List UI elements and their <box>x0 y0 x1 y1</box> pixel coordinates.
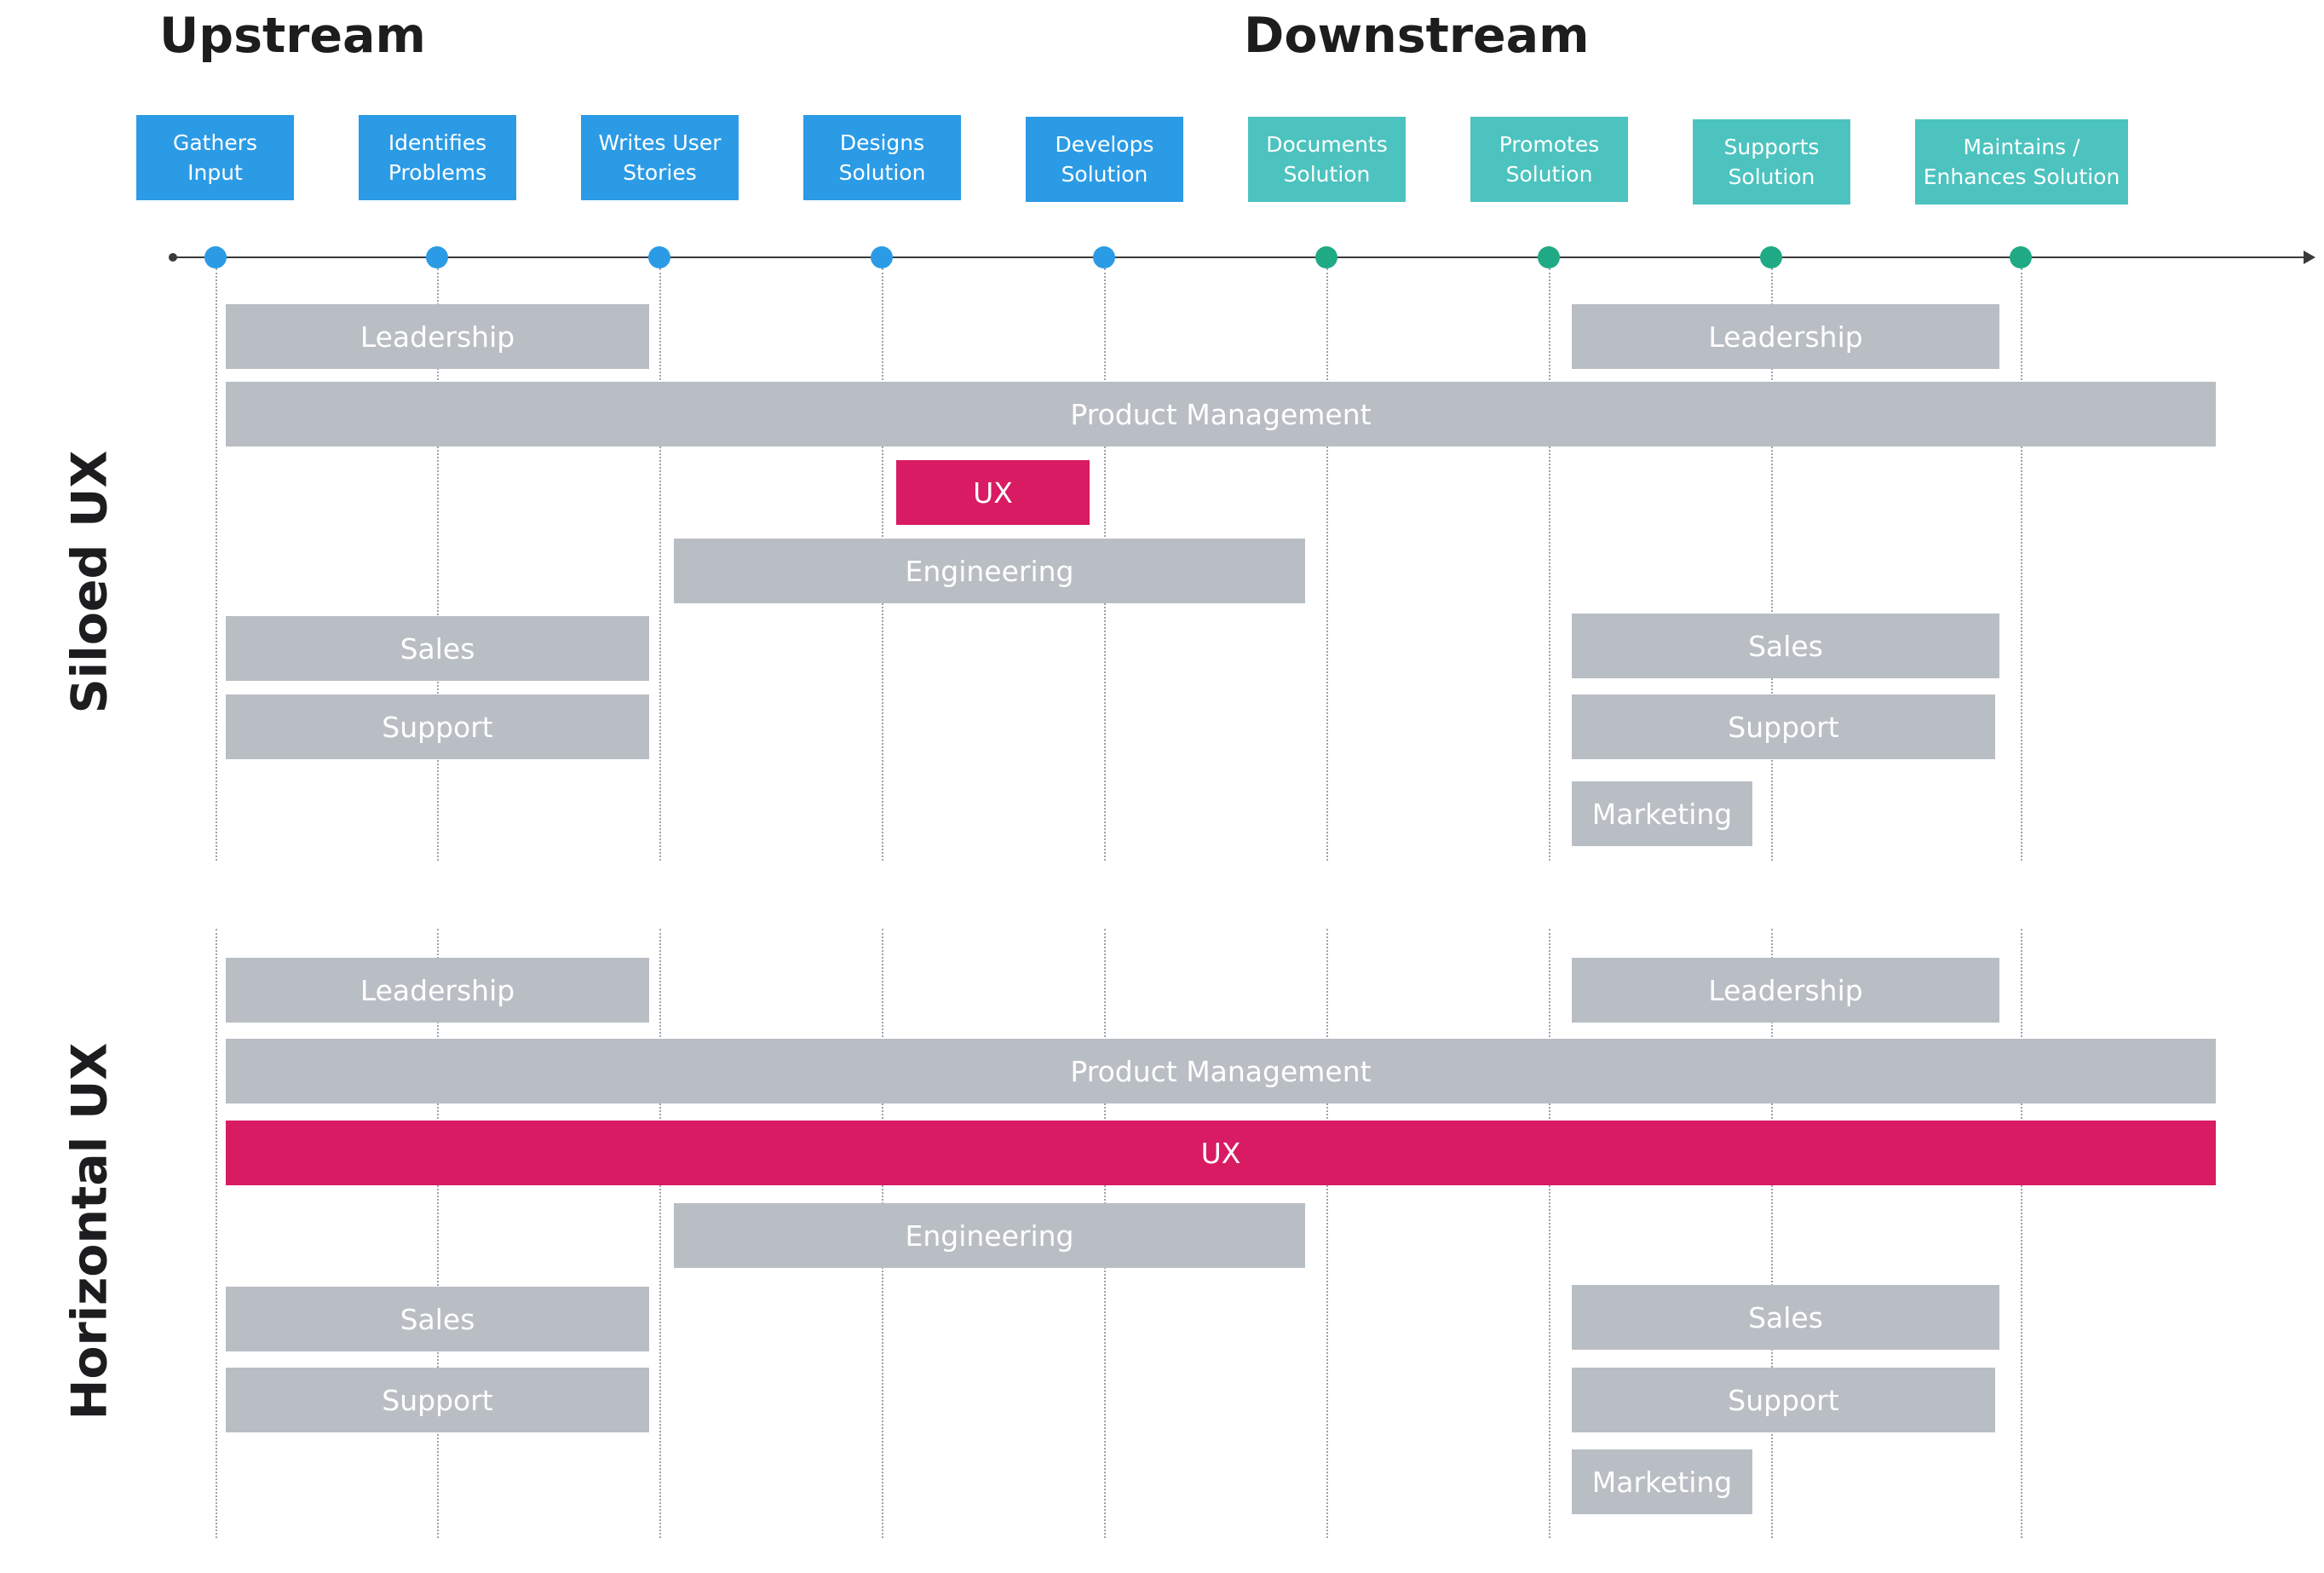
siloed-product-management: Product Management <box>226 382 2216 447</box>
upstream-heading: Upstream <box>159 8 426 64</box>
siloed-ux: UX <box>896 460 1090 525</box>
horizontal-leadership-upstream: Leadership <box>226 958 649 1023</box>
guide-line <box>659 268 661 861</box>
siloed-leadership-upstream: Leadership <box>226 304 649 369</box>
siloed-sales-upstream: Sales <box>226 616 649 681</box>
stage-dot <box>204 246 227 268</box>
stage-dot <box>1760 246 1782 268</box>
downstream-heading: Downstream <box>1244 8 1590 64</box>
horizontal-sales-upstream: Sales <box>226 1287 649 1351</box>
siloed-ux-title: Siloed UX <box>61 450 118 714</box>
stage-dot <box>426 246 448 268</box>
stage-dot <box>2010 246 2032 268</box>
timeline-arrow-icon <box>2304 251 2315 264</box>
horizontal-product-management: Product Management <box>226 1039 2216 1103</box>
guide-line <box>1326 268 1328 861</box>
stage-dot <box>648 246 670 268</box>
stage-designs-solution: Designs Solution <box>803 115 961 200</box>
guide-line <box>437 929 439 1538</box>
stage-maintains-enhances-solution: Maintains / Enhances Solution <box>1915 119 2128 205</box>
siloed-sales-downstream: Sales <box>1572 614 1999 678</box>
siloed-leadership-downstream: Leadership <box>1572 304 1999 369</box>
guide-line <box>1326 929 1328 1538</box>
guide-line <box>1549 929 1550 1538</box>
stage-dot <box>871 246 893 268</box>
guide-line <box>216 268 217 861</box>
stage-develops-solution: Develops Solution <box>1026 117 1183 202</box>
stage-dot <box>1315 246 1337 268</box>
guide-line <box>437 268 439 861</box>
horizontal-sales-downstream: Sales <box>1572 1285 1999 1350</box>
timeline-axis <box>173 256 2310 258</box>
horizontal-support-downstream: Support <box>1572 1368 1995 1432</box>
stage-identifies-problems: Identifies Problems <box>359 115 516 200</box>
stage-promotes-solution: Promotes Solution <box>1470 117 1628 202</box>
guide-line <box>2021 929 2022 1538</box>
siloed-support-upstream: Support <box>226 694 649 759</box>
horizontal-leadership-downstream: Leadership <box>1572 958 1999 1023</box>
guide-line <box>659 929 661 1538</box>
guide-line <box>216 929 217 1538</box>
stage-writes-user-stories: Writes User Stories <box>581 115 739 200</box>
horizontal-ux-title: Horizontal UX <box>61 1042 118 1420</box>
siloed-support-downstream: Support <box>1572 694 1995 759</box>
guide-line <box>1549 268 1550 861</box>
stage-dot <box>1093 246 1115 268</box>
siloed-engineering: Engineering <box>674 539 1305 603</box>
horizontal-ux: UX <box>226 1121 2216 1185</box>
stage-documents-solution: Documents Solution <box>1248 117 1406 202</box>
horizontal-support-upstream: Support <box>226 1368 649 1432</box>
stage-supports-solution: Supports Solution <box>1693 119 1850 205</box>
horizontal-engineering: Engineering <box>674 1203 1305 1268</box>
guide-line <box>1771 929 1773 1538</box>
stage-dot <box>1538 246 1560 268</box>
stage-gathers-input: Gathers Input <box>136 115 294 200</box>
horizontal-marketing: Marketing <box>1572 1449 1752 1514</box>
guide-line <box>2021 268 2022 861</box>
siloed-marketing: Marketing <box>1572 781 1752 846</box>
guide-line <box>1771 268 1773 861</box>
